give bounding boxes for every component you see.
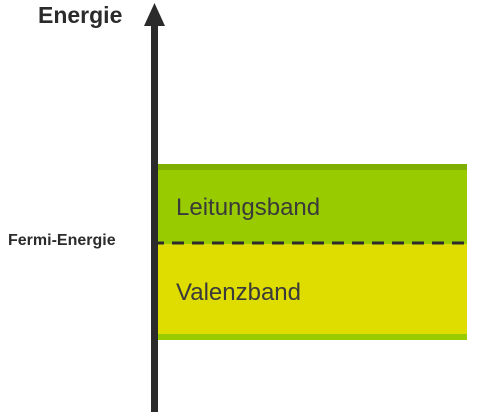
valence-band-label: Valenzband [176,279,301,306]
energy-axis-arrowhead [144,3,165,26]
conduction-band-label: Leitungsband [176,194,321,221]
valence-band-bottom-edge [157,334,467,340]
fermi-energy-label: Fermi-Energie [8,232,116,249]
energy-axis [151,24,158,412]
energy-axis-label: Energie [38,2,123,28]
valence-band [157,244,467,335]
conduction-band [157,164,467,244]
conduction-band-top-edge [157,164,467,170]
